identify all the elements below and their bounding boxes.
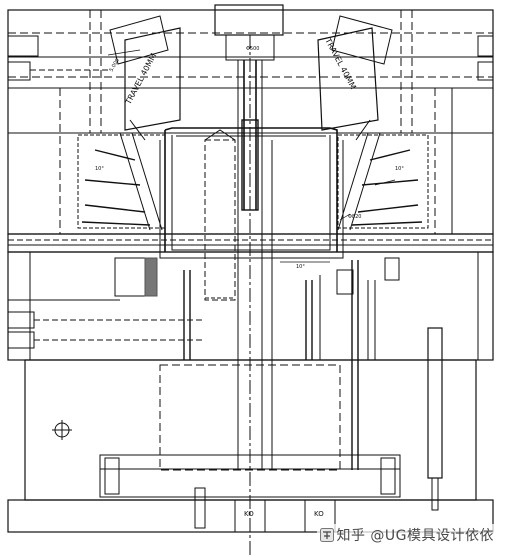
guide-pillars (29, 10, 479, 360)
angle-label-center: 10° (296, 264, 305, 270)
right-fittings (427, 35, 494, 511)
left-slider-block: TRAVEL 40MM 5.000 (109, 15, 181, 141)
left-fittings (7, 35, 205, 349)
travel-label-left: TRAVEL 40MM (123, 52, 158, 107)
left-small-dim: 5.000 (109, 58, 121, 73)
ko-label-left: KO (244, 510, 254, 518)
watermark: 知乎 @UG模具设计依依 (317, 524, 497, 546)
zhihu-icon (320, 528, 335, 542)
ejector-area (52, 364, 401, 498)
dia-label: Φ820 (348, 214, 361, 220)
right-angled-pins: 10° Φ820 (337, 132, 429, 231)
watermark-text: 知乎 @UG模具设计依依 (336, 528, 494, 544)
travel-label-right: TRAVEL 40MM (323, 36, 358, 91)
cavity-cup (159, 127, 344, 470)
ko-label-right: KO (314, 510, 324, 518)
angle-label-left: 10° (95, 166, 104, 172)
angle-label-right: 10° (395, 166, 404, 172)
bottom-ko-holes: KO KO (194, 487, 336, 533)
core-region: 10° (114, 129, 400, 470)
top-dim-label: Φ500 (246, 46, 259, 52)
right-slider-block: TRAVEL 40MM (317, 15, 393, 141)
left-angled-pins: 10° (77, 132, 166, 231)
leader-lines (107, 49, 396, 263)
